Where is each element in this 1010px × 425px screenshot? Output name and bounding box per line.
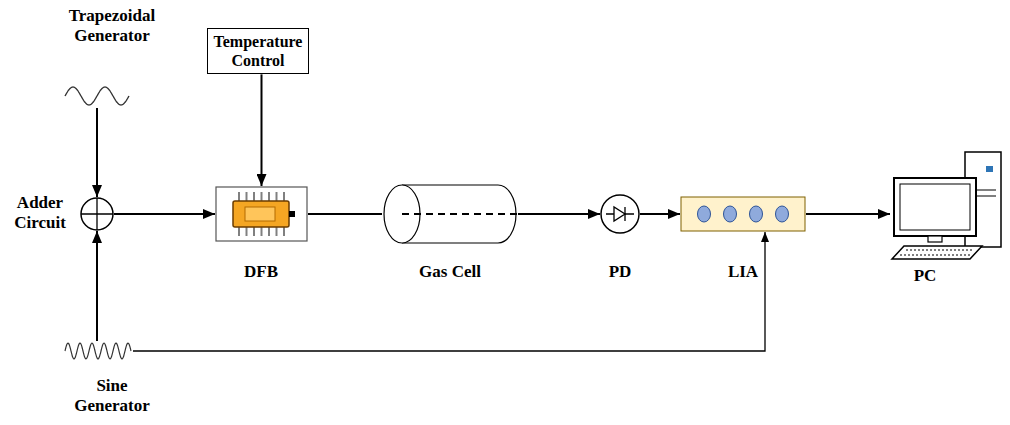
- laser-box: DFB: [215, 186, 308, 242]
- node-label: LIA: [728, 262, 758, 282]
- control-box: Temperature Control: [207, 28, 310, 74]
- node-label: PC: [914, 266, 937, 286]
- signal-connector: [640, 213, 680, 215]
- signal-connector: [308, 213, 382, 215]
- signal-connector: [96, 231, 98, 341]
- cell-symbol: [382, 184, 518, 244]
- pd-symbol: [600, 194, 640, 234]
- signal-connector: [133, 232, 765, 351]
- trap-symbol: [63, 84, 131, 108]
- signal-connector: [806, 213, 890, 215]
- signal-generator: Sine Generator: [63, 341, 133, 361]
- signal-connector: [261, 74, 263, 186]
- node-label: Temperature Control: [214, 32, 303, 70]
- node-label: Sine Generator: [74, 376, 150, 417]
- signal-generator: Trapezoidal Generator: [63, 84, 131, 108]
- pc-symbol: [890, 150, 1005, 262]
- photodetector: PD: [600, 194, 640, 234]
- adder-symbol: [80, 197, 114, 231]
- signal-connector: [114, 213, 215, 215]
- node-label: Trapezoidal Generator: [69, 6, 156, 47]
- node-label: DFB: [244, 262, 278, 282]
- computer-icon: PC: [890, 150, 1005, 262]
- sine-symbol: [63, 341, 133, 361]
- signal-connector: [96, 108, 98, 197]
- lock-in-amplifier: LIA: [680, 196, 806, 232]
- gas-cell: Gas Cell: [382, 184, 518, 244]
- node-label: Adder Circuit: [14, 193, 66, 234]
- node-label: Gas Cell: [419, 262, 481, 282]
- lia-symbol: [680, 196, 806, 232]
- adder-circle: Adder Circuit: [80, 197, 114, 231]
- signal-connector: [518, 213, 600, 215]
- node-label: PD: [609, 262, 632, 282]
- dfb-symbol: [215, 186, 308, 242]
